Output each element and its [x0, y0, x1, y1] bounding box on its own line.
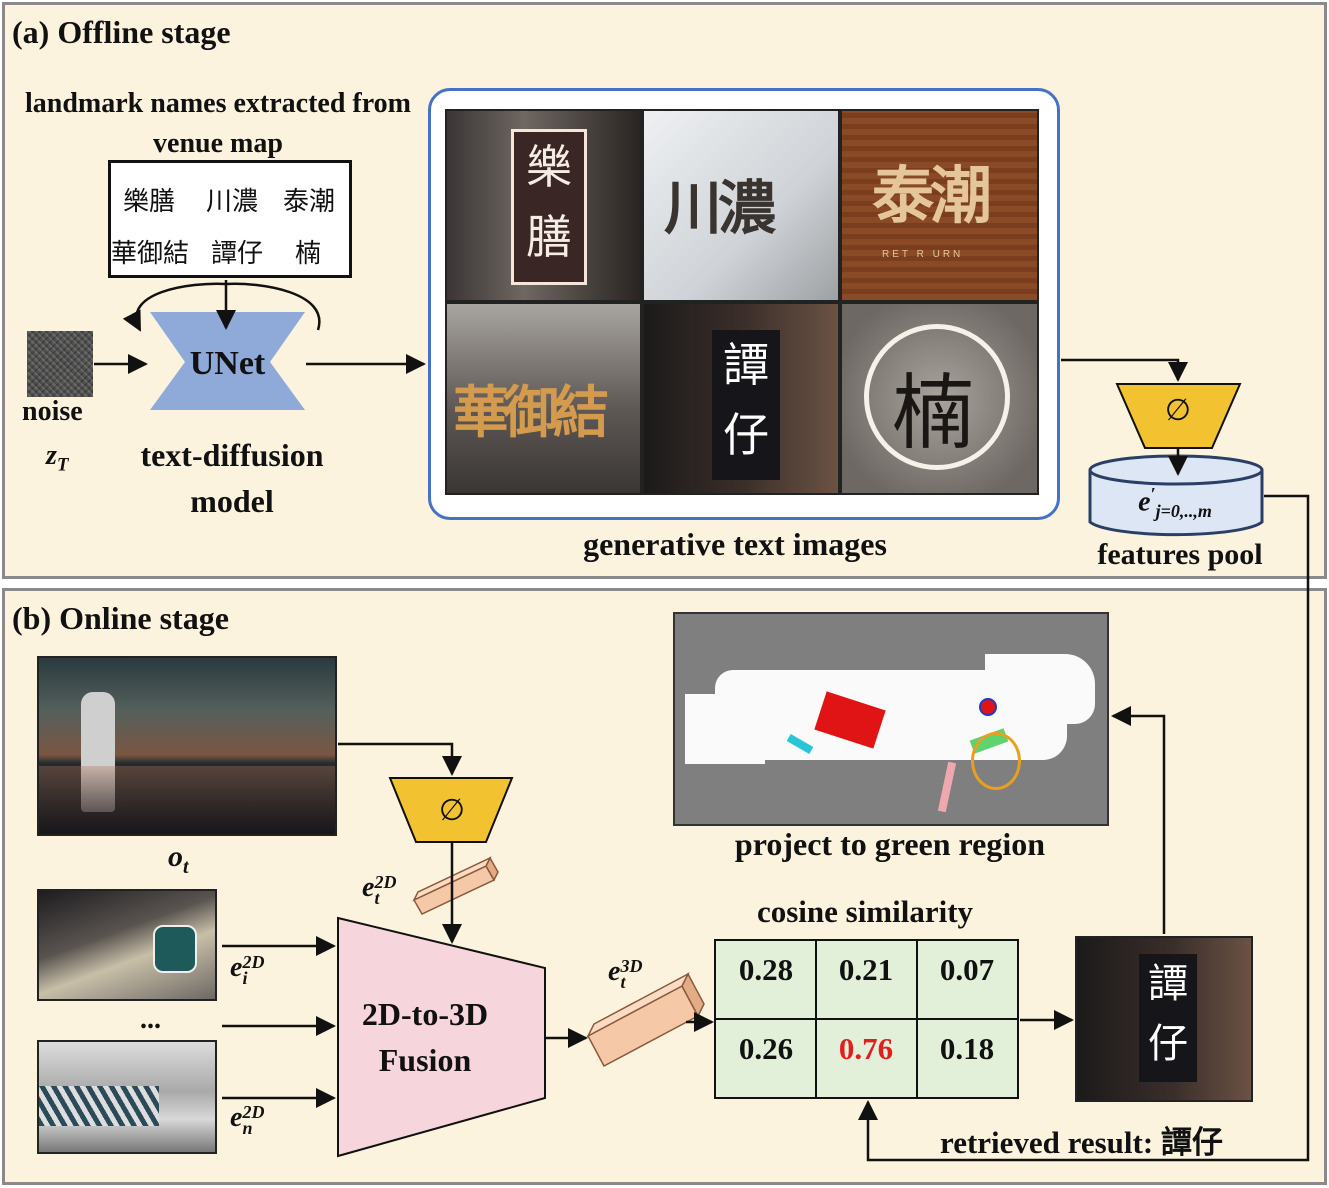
landmark-heading: landmark names extracted from venue map — [25, 88, 411, 159]
model-label: text-diffusion model — [140, 437, 324, 519]
ellipsis-label: ... — [140, 1004, 161, 1035]
offline-stage-title: (a) Offline stage — [12, 14, 231, 50]
noise-sub: T — [56, 454, 69, 476]
map-free-space-3 — [985, 654, 1095, 724]
observation-label: ot — [168, 840, 189, 879]
noise-label: noise — [22, 396, 83, 427]
gen-sign-ring — [864, 324, 1010, 470]
noise-variable: zT — [46, 440, 69, 477]
unet-label: UNet — [189, 345, 266, 382]
gen-image-6: 楠 — [840, 302, 1039, 495]
pool-sub: j=0,..,m — [1155, 500, 1212, 521]
fusion-label-1: 2D-to-3D — [361, 996, 489, 1032]
gen-image-2: 川濃 — [642, 109, 840, 302]
gen-sign-text: 楠 — [892, 366, 975, 461]
cosine-cell: 0.18 — [939, 1031, 995, 1066]
map-free-space-2 — [685, 694, 765, 764]
pool-variable: e′j=0,..,m — [1100, 484, 1250, 522]
gen-sign-text: 華御結 — [453, 381, 609, 446]
retrieved-label: retrieved result: 譚仔 — [940, 1125, 1223, 1160]
observation-image — [37, 656, 337, 836]
generative-images-grid: 樂 膳 川濃 泰潮 RET R URN 華御結 譚 仔 楠 — [445, 109, 1039, 495]
feat-n-var: e — [230, 1102, 243, 1133]
map-pink-region — [937, 761, 957, 813]
gen-image-4: 華御結 — [445, 302, 642, 495]
feat-t3d-sup: 3D — [620, 955, 643, 976]
neighbor-sign-badge — [153, 925, 197, 973]
cosine-table: 0.28 0.21 0.07 0.26 0.76 0.18 — [714, 939, 1019, 1099]
neighbor-wall-stripes — [39, 1086, 159, 1126]
landmark-name: 樂膳 — [123, 187, 176, 217]
feat-t2d-var: e — [362, 872, 375, 903]
neighbor-image-i — [37, 889, 217, 1001]
feat-i-sup: 2D — [242, 951, 265, 972]
feat-t2d-sup: 2D — [374, 871, 397, 892]
observation-floor — [39, 766, 335, 834]
gen-sign-text: 譚 仔 — [712, 330, 780, 480]
table-line-h — [716, 1018, 1017, 1020]
fusion-label-2: Fusion — [378, 1042, 472, 1078]
feat-n-sup: 2D — [242, 1101, 265, 1122]
retrieved-sign-text: 譚 仔 — [1139, 954, 1197, 1082]
feat-n-sub: n — [242, 1117, 253, 1138]
obs-sub: t — [183, 856, 189, 878]
gen-image-1: 樂 膳 — [445, 109, 642, 302]
map-image — [673, 612, 1109, 826]
gen-sign-text: 川濃 — [664, 174, 776, 242]
noise-image — [27, 331, 93, 397]
feat-i-var: e — [230, 952, 243, 983]
landmark-name: 泰潮 — [283, 187, 336, 217]
landmark-name: 楠 — [295, 239, 322, 269]
pool-var: e — [1138, 486, 1151, 518]
encoder-symbol: ∅ — [1164, 394, 1192, 427]
obs-var: o — [168, 840, 183, 873]
feat-t2d-sub: t — [374, 887, 380, 908]
landmark-name: 華御結 — [111, 239, 190, 269]
landmark-name: 譚仔 — [211, 239, 264, 269]
encoder-symbol-online: ∅ — [438, 794, 466, 827]
cosine-cell: 0.21 — [838, 952, 894, 987]
cosine-cell-highlight: 0.76 — [838, 1031, 894, 1066]
retrieved-image: 譚 仔 — [1075, 936, 1253, 1102]
cosine-cell: 0.26 — [738, 1031, 794, 1066]
noise-var: z — [46, 440, 57, 471]
map-label: project to green region — [734, 826, 1046, 862]
generative-images-label: generative text images — [583, 526, 887, 562]
feat-i-sub: i — [242, 967, 248, 988]
online-stage-title: (b) Online stage — [12, 600, 229, 636]
feat-t3d-var: e — [608, 956, 621, 987]
gen-image-3: 泰潮 RET R URN — [840, 109, 1039, 302]
gen-sign-text: 泰潮 — [872, 159, 992, 232]
gen-sign-caption: RET R URN — [882, 249, 964, 260]
landmark-names-box: 樂膳 川濃 泰潮 華御結 譚仔 楠 — [108, 160, 352, 278]
gen-image-5: 譚 仔 — [642, 302, 840, 495]
cosine-title: cosine similarity — [756, 894, 974, 929]
landmark-name: 川濃 — [206, 187, 259, 217]
feat-t3d-sub: t — [620, 971, 626, 992]
neighbor-image-n — [37, 1040, 217, 1154]
features-pool-label: features pool — [1097, 538, 1263, 571]
gen-sign-text: 樂 膳 — [511, 129, 587, 285]
map-location-marker — [979, 698, 997, 716]
cosine-cell: 0.28 — [738, 952, 794, 987]
map-orange-ellipse — [971, 732, 1021, 790]
cosine-cell: 0.07 — [939, 952, 995, 987]
